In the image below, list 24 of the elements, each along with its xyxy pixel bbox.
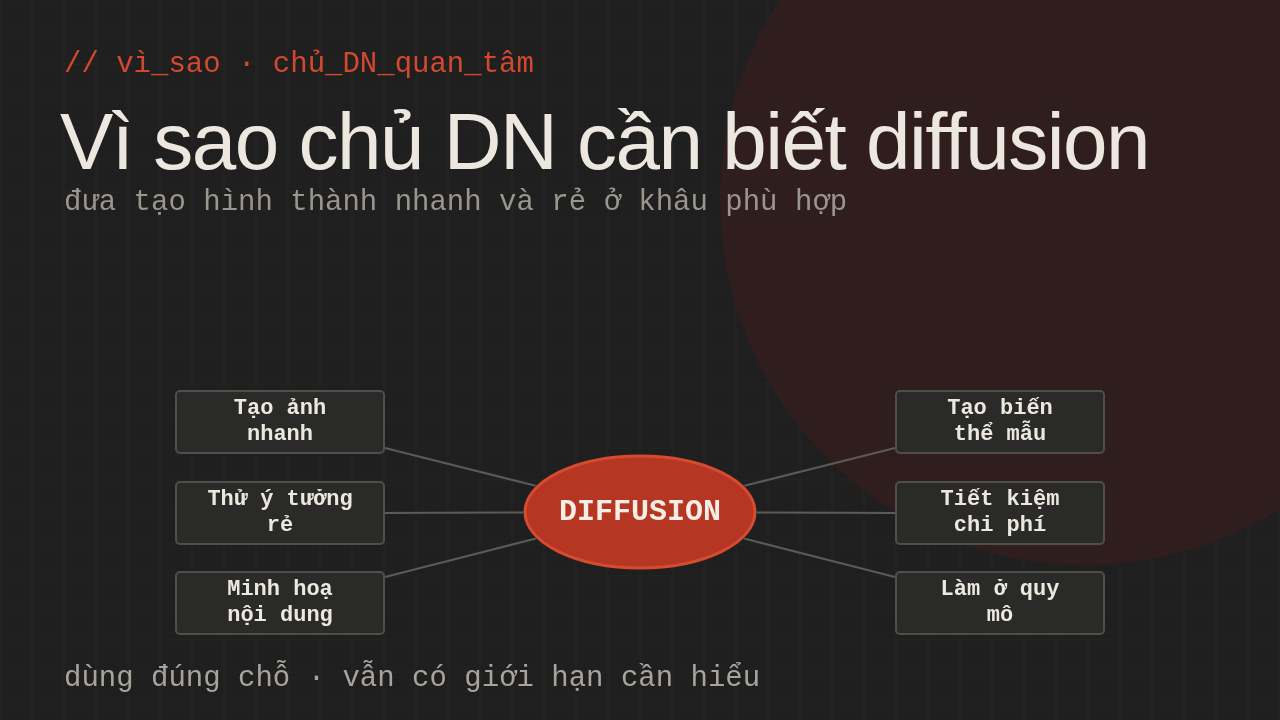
topic-box (895, 571, 1105, 635)
kicker-text: // vì_sao · chủ_DN_quan_tâm (64, 48, 534, 81)
node-label: Làm ở quy mô (939, 577, 1061, 629)
node-label: Tiết kiệm chi phí (939, 487, 1061, 539)
center-ellipse (523, 454, 757, 570)
connector-line (743, 447, 896, 487)
connector-line (384, 511, 524, 514)
node-label: Tạo biến thể mẫu (946, 396, 1054, 448)
topic-box (895, 390, 1105, 454)
title: Vì sao chủ DN cần biết diffusion (60, 96, 1149, 187)
subtitle: đưa tạo hình thành nhanh và rẻ ở khâu phù hợp (64, 186, 848, 219)
node-label: Minh hoạ nội dung (226, 577, 334, 629)
connector-line (384, 447, 537, 487)
topic-box (175, 571, 385, 635)
node-label: DIFFUSION (559, 499, 721, 525)
topic-box (175, 481, 385, 545)
node-label: Tạo ảnh nhanh (232, 396, 328, 448)
connector-line (756, 511, 896, 514)
connector-line (384, 537, 537, 578)
node-label: Thử ý tưởng rẻ (206, 487, 354, 539)
topic-box (895, 481, 1105, 545)
topic-box (175, 390, 385, 454)
connector-line (743, 537, 896, 578)
footer-text: dùng đúng chỗ · vẫn có giới hạn cần hiểu (64, 662, 761, 695)
